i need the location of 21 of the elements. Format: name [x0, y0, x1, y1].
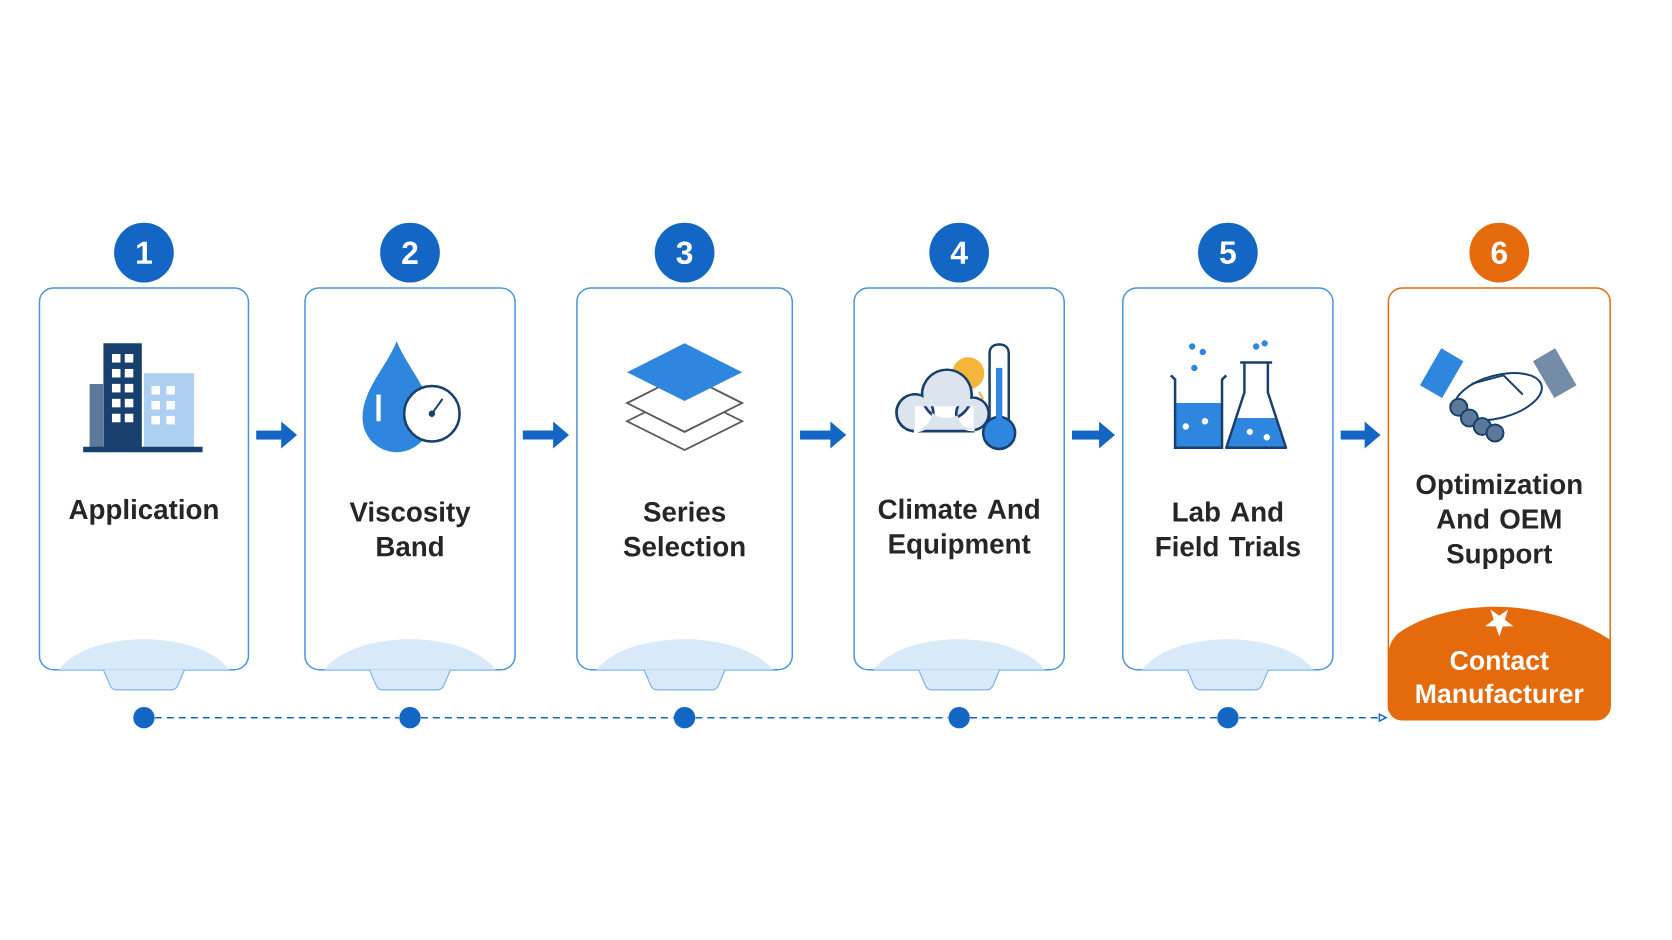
dashed-connector	[154, 716, 400, 719]
step-title: Climate And Equipment	[878, 498, 1039, 559]
dashed-connector	[420, 716, 675, 719]
dashed-connector	[969, 716, 1218, 719]
number-badge: 4	[929, 222, 989, 283]
number-badge: 1	[114, 222, 174, 283]
dashed-connector	[694, 716, 950, 719]
number-badge: 5	[1198, 222, 1258, 283]
number-badge: 6	[1469, 222, 1530, 283]
step-title: Lab And Field Trials	[1156, 501, 1300, 557]
timeline-dot	[948, 706, 970, 729]
timeline-dot	[133, 706, 155, 729]
step-title: Series Selection	[623, 501, 745, 557]
step-title: Application	[69, 498, 218, 525]
timeline-dot	[1217, 706, 1239, 729]
step-title: Optimization And OEM Support	[1416, 473, 1582, 569]
number-badge: 3	[654, 222, 715, 283]
number-badge: 2	[380, 222, 440, 283]
timeline-dot	[673, 706, 696, 729]
timeline-dot	[399, 706, 421, 729]
step-title: Viscosity Band	[349, 501, 471, 557]
